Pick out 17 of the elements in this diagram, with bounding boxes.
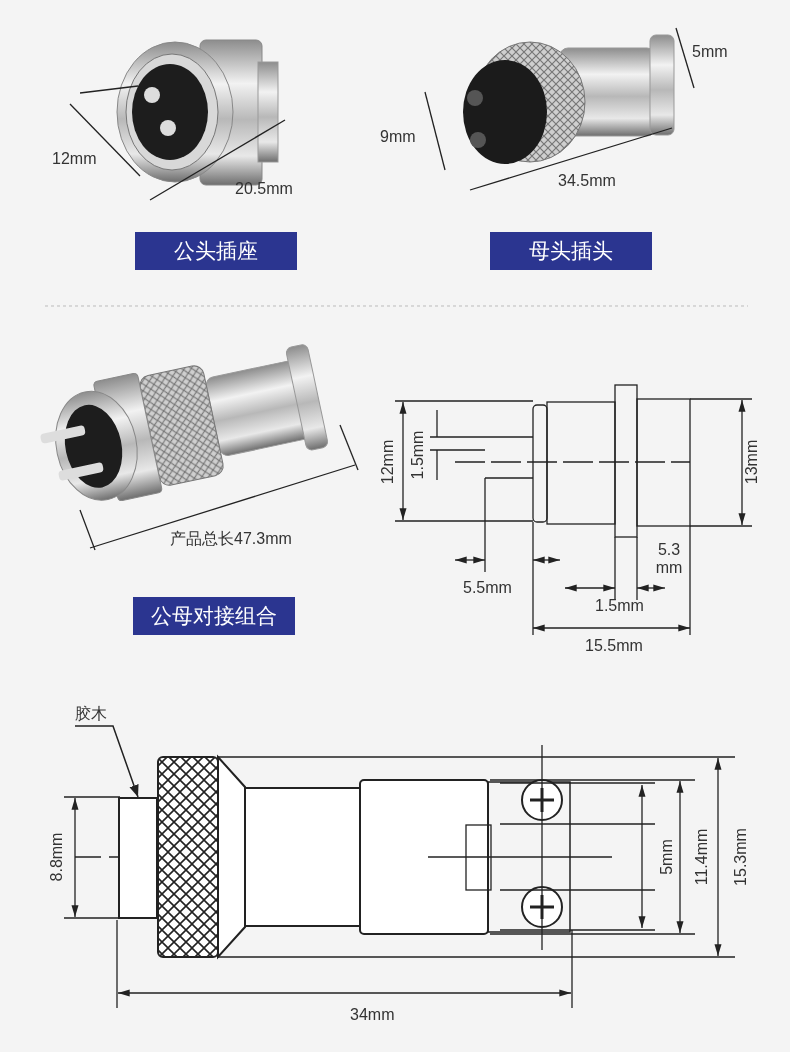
dimension-label: 34mm <box>350 1006 395 1024</box>
insert-part <box>118 797 158 919</box>
caption-banner: 公母对接组合 <box>133 597 295 635</box>
dimension-label: 20.5mm <box>235 180 293 198</box>
dimension-label: 12mm <box>52 150 97 168</box>
part-name: 胶木 <box>75 704 115 726</box>
dimension-label: 5.3 mm <box>654 541 684 577</box>
dimension-label: 5.5mm <box>463 579 512 597</box>
dimension-label: 9mm <box>380 128 416 146</box>
dimension-label: 34.5mm <box>558 172 616 190</box>
leader-line <box>74 725 139 798</box>
caption-banner: 母头插头 <box>490 232 652 270</box>
dimension-label: 1.5mm <box>595 597 644 615</box>
caption-banner: 公头插座 <box>135 232 297 270</box>
dimension-label: 产品总长47.3mm <box>170 530 292 548</box>
dimension-label: 15.5mm <box>585 637 643 655</box>
dimension-label: 5mm <box>692 43 728 61</box>
